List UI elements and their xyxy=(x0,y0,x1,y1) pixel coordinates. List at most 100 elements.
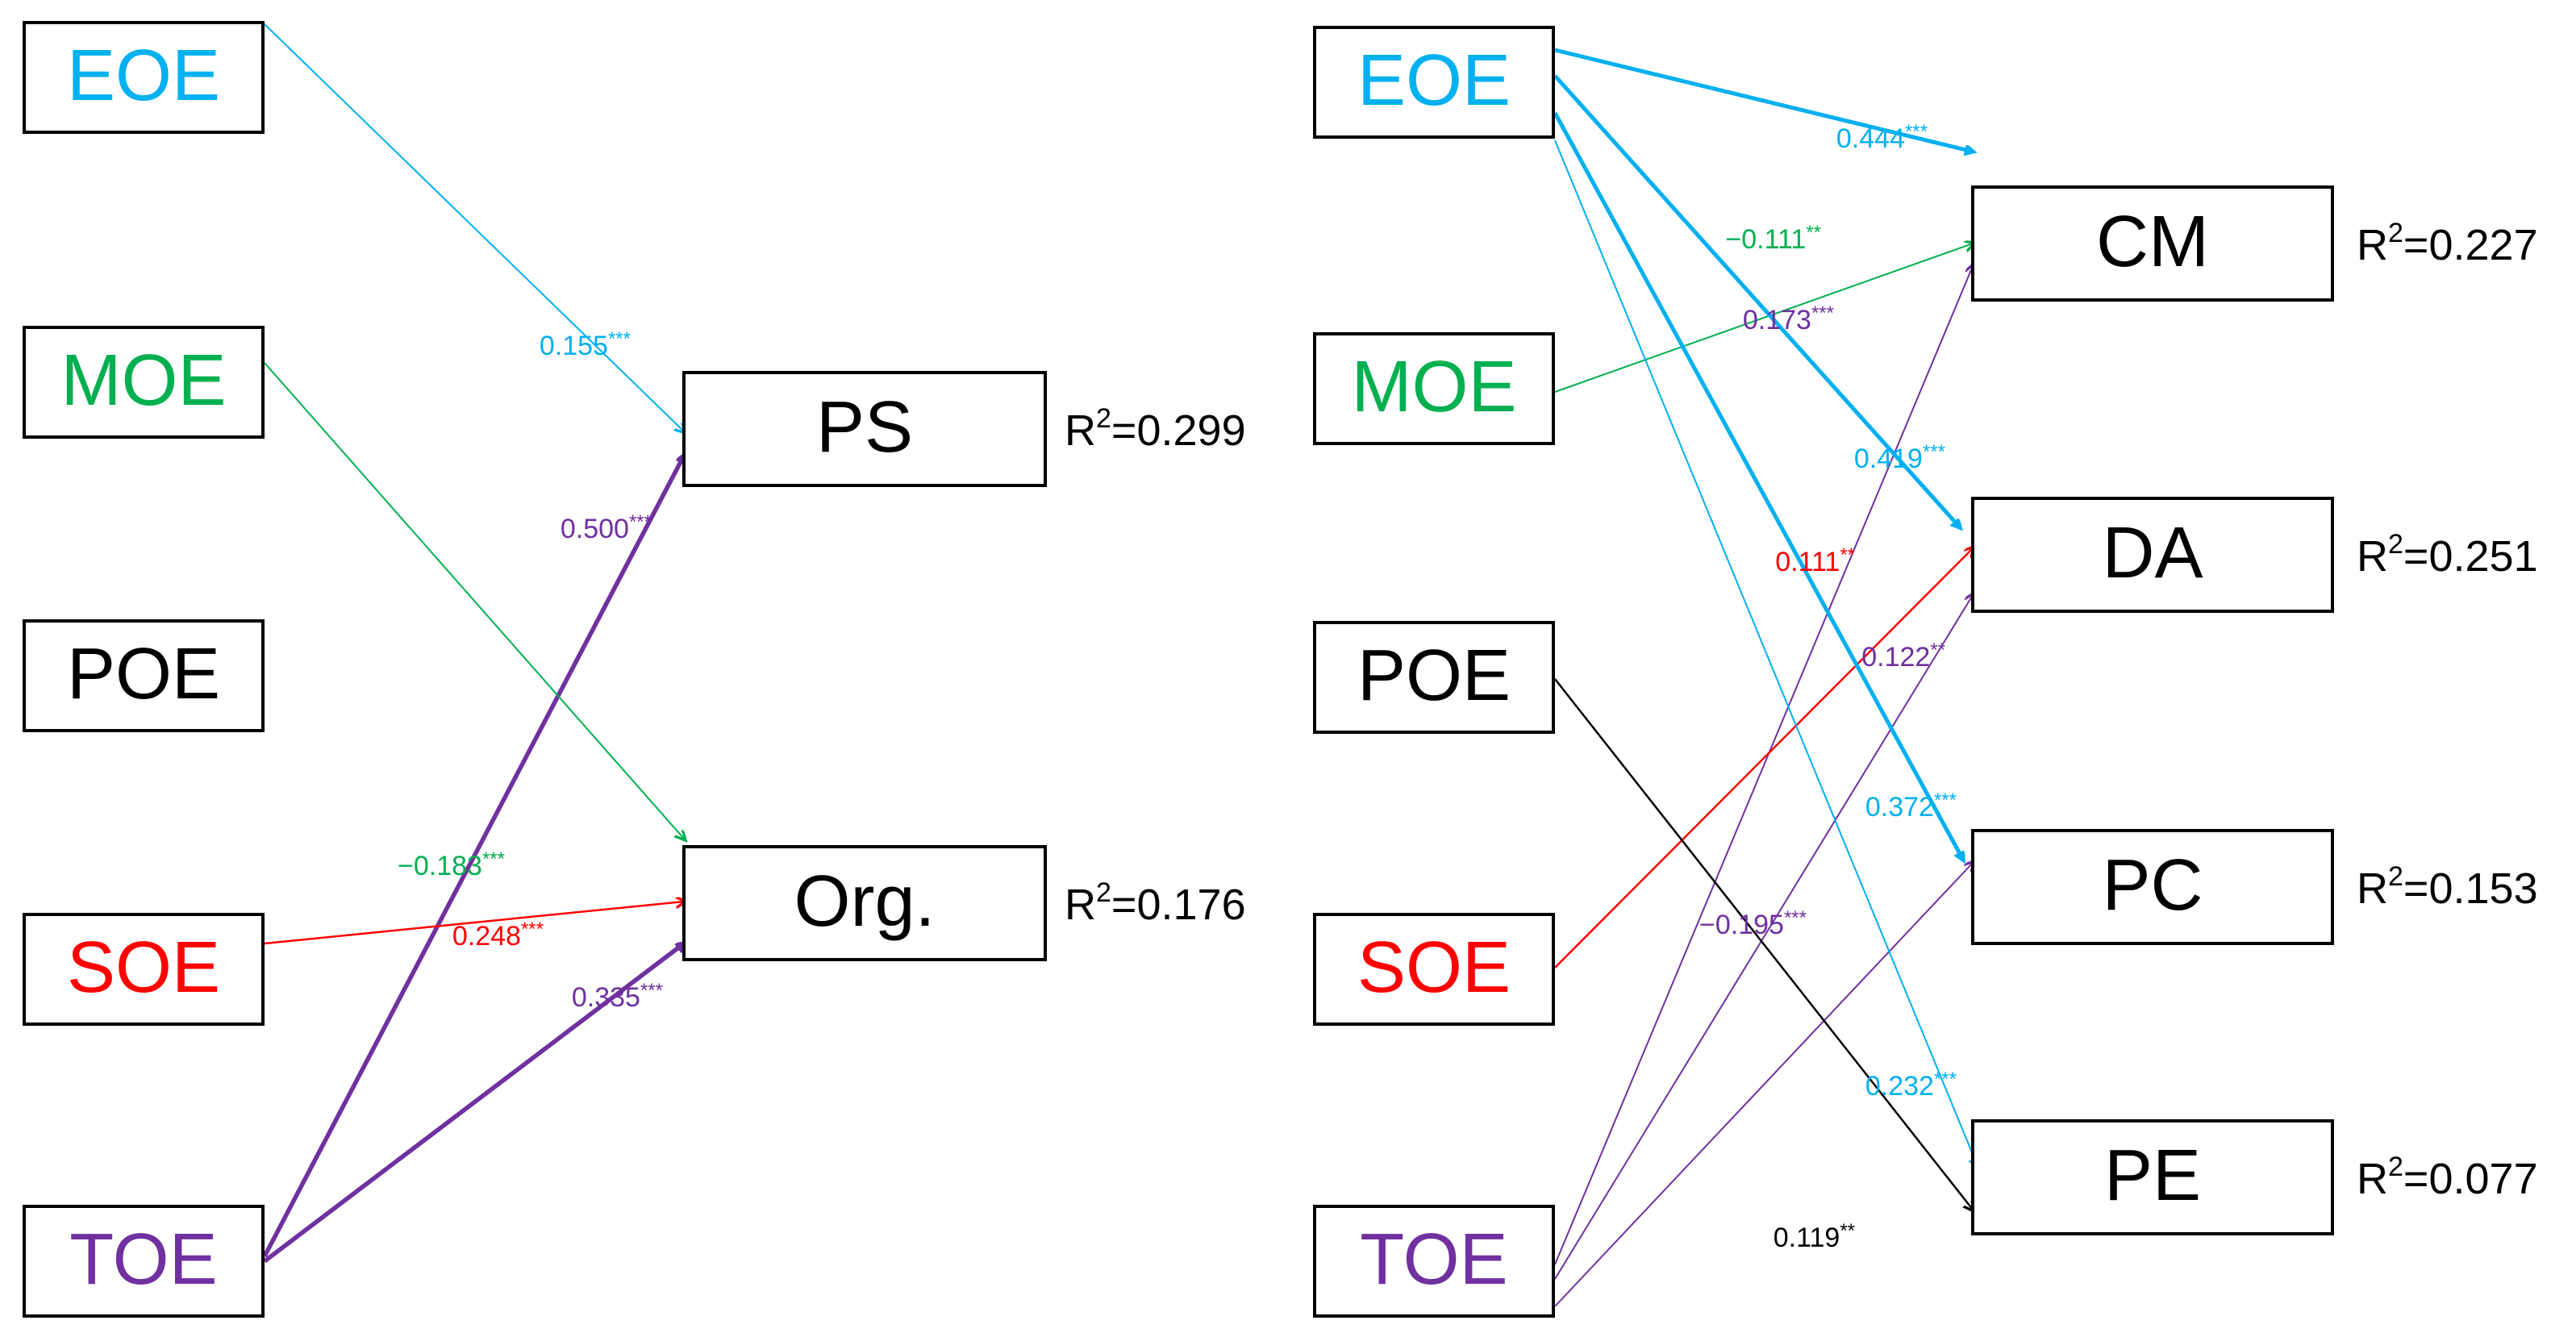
coef-label-eoe-cm: 0.444*** xyxy=(1836,121,1928,154)
r2-superscript: 2 xyxy=(2388,1152,2403,1182)
coef-label-eoe-pe: 0.232*** xyxy=(1865,1068,1957,1102)
r-squared-label: R2=0.251 xyxy=(2357,529,2538,581)
r2-equals: = xyxy=(1111,406,1137,455)
r-squared-label: R2=0.153 xyxy=(2357,861,2538,913)
r2-symbol: R xyxy=(1065,881,1096,929)
r2-superscript: 2 xyxy=(2388,861,2403,892)
target-label: PC xyxy=(2102,845,2203,926)
source-label: EOE xyxy=(1357,40,1511,121)
coef-value: −0.111 xyxy=(1725,224,1806,255)
path-arrow-toe-to-cm xyxy=(1554,266,1973,1265)
r2-equals: = xyxy=(2403,1155,2429,1203)
target-box-border xyxy=(1971,185,2334,302)
source-box-border xyxy=(1313,1205,1555,1318)
coef-significance-stars: *** xyxy=(482,848,505,870)
source-box-moe: MOE xyxy=(23,326,265,439)
coef-significance-stars: ** xyxy=(1930,639,1945,661)
path-arrow-moe-to-org xyxy=(264,362,684,839)
coef-value: 0.419 xyxy=(1854,444,1923,474)
target-box-border xyxy=(1971,1119,2334,1235)
coef-label-eoe-pc: 0.372*** xyxy=(1865,789,1957,823)
coef-value: 0.119 xyxy=(1774,1222,1840,1253)
source-box-border xyxy=(1313,332,1555,445)
path-arrow-toe-to-org xyxy=(263,943,684,1264)
coef-significance-stars: *** xyxy=(1934,789,1957,811)
target-box-border xyxy=(682,845,1047,961)
coef-value: 0.122 xyxy=(1861,642,1930,673)
target-box-border xyxy=(1971,497,2334,613)
source-box-border xyxy=(1313,26,1555,139)
target-label: Org. xyxy=(794,861,935,942)
coef-label-toe-ps: 0.500*** xyxy=(561,511,652,544)
target-label: CM xyxy=(2096,202,2209,282)
r2-symbol: R xyxy=(2357,532,2388,581)
path-arrow-eoe-to-pc xyxy=(1553,111,1963,860)
coef-value: 0.372 xyxy=(1865,792,1934,823)
coef-value: 0.248 xyxy=(452,921,521,952)
target-box-da: DA xyxy=(1971,497,2334,613)
coef-label-toe-org: 0.335*** xyxy=(572,980,663,1013)
coef-value: 0.155 xyxy=(540,331,608,361)
coef-value: 0.335 xyxy=(572,982,640,1013)
source-box-moe: MOE xyxy=(1313,332,1555,445)
source-label: TOE xyxy=(69,1219,217,1300)
r2-value: 0.153 xyxy=(2428,864,2537,913)
coef-label-toe-cm: 0.173*** xyxy=(1743,302,1834,335)
r2-symbol: R xyxy=(2357,864,2388,913)
coef-label-toe-da: 0.122** xyxy=(1861,639,1945,673)
source-box-border xyxy=(23,21,265,134)
coef-value: 0.111 xyxy=(1775,547,1840,577)
path-arrow-toe-to-da xyxy=(1554,595,1973,1280)
r2-value: 0.299 xyxy=(1136,406,1245,455)
r2-value: 0.077 xyxy=(2428,1155,2537,1203)
coefficient-labels: 0.155***0.500***−0.183***0.248***0.335**… xyxy=(398,121,1957,1253)
coef-label-eoe-ps: 0.155*** xyxy=(540,328,631,361)
source-box-border xyxy=(23,619,265,732)
coef-label-moe-cm: −0.111** xyxy=(1725,222,1821,255)
source-box-poe: POE xyxy=(23,619,265,732)
source-box-eoe: EOE xyxy=(1313,26,1555,139)
source-label: EOE xyxy=(67,35,220,116)
target-box-ps: PS xyxy=(682,371,1047,487)
r2-superscript: 2 xyxy=(2388,529,2403,560)
coef-significance-stars: *** xyxy=(521,918,544,940)
coef-significance-stars: *** xyxy=(1934,1068,1957,1090)
target-label: DA xyxy=(2102,513,2203,594)
coef-significance-stars: *** xyxy=(1811,302,1834,324)
target-box-org: Org. xyxy=(682,845,1047,961)
coef-label-eoe-da: 0.419*** xyxy=(1854,441,1945,474)
r2-value: 0.251 xyxy=(2428,532,2537,581)
source-label: POE xyxy=(1357,635,1511,716)
path-arrow-moe-to-cm xyxy=(1554,244,1973,393)
coef-value: −0.183 xyxy=(398,851,482,881)
r2-symbol: R xyxy=(2357,1155,2388,1203)
source-box-border xyxy=(23,1205,265,1318)
target-box-border xyxy=(682,371,1047,487)
source-box-poe: POE xyxy=(1313,621,1555,734)
coef-significance-stars: *** xyxy=(629,511,652,533)
path-arrow-toe-to-pc xyxy=(1554,863,1973,1307)
coef-label-moe-org: −0.183*** xyxy=(398,848,505,881)
coef-significance-stars: *** xyxy=(1923,441,1945,463)
coef-label-poe-pe: 0.119** xyxy=(1774,1220,1855,1253)
coef-label-soe-da: 0.111** xyxy=(1775,544,1855,577)
coef-significance-stars: *** xyxy=(1784,907,1807,929)
source-box-toe: TOE xyxy=(1313,1205,1555,1318)
coef-significance-stars: ** xyxy=(1840,544,1855,566)
r-squared-label: R2=0.077 xyxy=(2357,1152,2538,1203)
r2-equals: = xyxy=(2403,221,2429,269)
coef-significance-stars: *** xyxy=(640,980,663,1002)
coef-label-toe-pc: −0.195*** xyxy=(1699,907,1807,940)
coef-significance-stars: ** xyxy=(1840,1220,1855,1242)
r2-equals: = xyxy=(1111,881,1137,929)
r-squared-label: R2=0.176 xyxy=(1065,877,1246,929)
source-box-soe: SOE xyxy=(1313,913,1555,1026)
target-label: PE xyxy=(2104,1135,2201,1216)
coef-value: 0.232 xyxy=(1865,1071,1934,1102)
r-squared-label: R2=0.227 xyxy=(2357,218,2538,269)
r2-equals: = xyxy=(2403,864,2429,913)
coef-value: 0.173 xyxy=(1743,305,1811,335)
r2-value: 0.176 xyxy=(1136,881,1245,929)
r2-symbol: R xyxy=(2357,221,2388,269)
